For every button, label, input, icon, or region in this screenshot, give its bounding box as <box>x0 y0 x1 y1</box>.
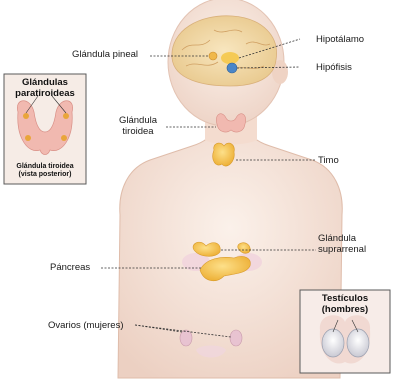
parathyroid-2 <box>63 113 69 119</box>
label-suprarrenal-line2: suprarrenal <box>318 244 366 255</box>
ovary-left <box>180 330 192 346</box>
label-pineal: Glándula pineal <box>72 49 138 60</box>
label-suprarrenal: Glándula suprarrenal <box>318 233 366 255</box>
inset-paratiroides-caption-line2: (vista posterior) <box>4 171 86 179</box>
inset-testiculos-title-line2: (hombres) <box>300 305 390 316</box>
label-tiroidea: Glándula tiroidea <box>110 115 166 137</box>
parathyroid-3 <box>25 135 31 141</box>
thymus <box>213 143 235 166</box>
pineal-gland <box>209 52 217 60</box>
label-pancreas: Páncreas <box>50 262 90 273</box>
inset-testiculos-title-line1: Testículos <box>300 294 390 305</box>
pituitary-gland <box>227 63 237 73</box>
inset-paratiroides-title-line1: Glándulas <box>4 78 86 89</box>
label-suprarrenal-line1: Glándula <box>318 233 366 244</box>
label-hipotalamo: Hipotálamo <box>316 34 364 45</box>
label-timo: Timo <box>318 155 339 166</box>
hypothalamus <box>221 52 239 64</box>
parathyroid-4 <box>61 135 67 141</box>
inset-paratiroides-caption: Glándula tiroidea (vista posterior) <box>4 163 86 179</box>
label-hipofisis: Hipófisis <box>316 62 352 73</box>
label-tiroidea-line1: Glándula <box>110 115 166 126</box>
testicle-right <box>347 329 369 357</box>
inset-testiculos-title: Testículos (hombres) <box>300 294 390 315</box>
inset-paratiroides-caption-line1: Glándula tiroidea <box>4 163 86 171</box>
parathyroid-1 <box>23 113 29 119</box>
inset-paratiroides-title: Glándulas paratiroideas <box>4 78 86 99</box>
testicle-left <box>322 329 344 357</box>
label-tiroidea-line2: tiroidea <box>110 126 166 137</box>
inset-paratiroides-title-line2: paratiroideas <box>4 89 86 100</box>
ovary-right <box>230 330 242 346</box>
label-ovarios: Ovarios (mujeres) <box>48 320 124 331</box>
